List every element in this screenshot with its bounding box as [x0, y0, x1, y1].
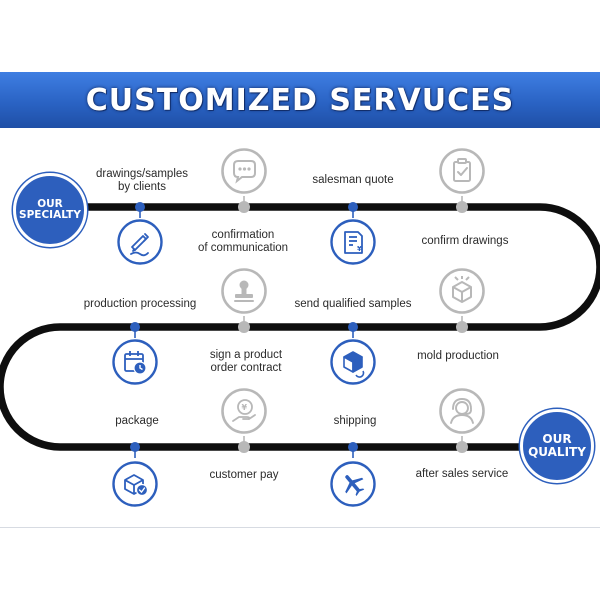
airplane-icon — [330, 461, 376, 507]
sample-box-icon — [439, 268, 485, 314]
track-dot — [456, 201, 468, 213]
package-check-icon — [112, 461, 158, 507]
step-label: after sales service — [415, 468, 509, 480]
specialty-badge: OUR SPECIALTY — [13, 173, 87, 247]
step-label: sign a product order contract — [209, 349, 283, 374]
pen-edit-icon — [117, 219, 163, 265]
track-dot — [238, 321, 250, 333]
track-dot — [238, 201, 250, 213]
top-margin — [0, 0, 600, 72]
stamp-icon — [221, 268, 267, 314]
track-dots — [130, 201, 468, 453]
payment-hand-icon: ¥ — [221, 388, 267, 434]
track-dot — [348, 322, 358, 332]
quote-document-icon: ¥ — [330, 219, 376, 265]
step-label: confirm drawings — [421, 235, 509, 247]
bottom-divider — [0, 527, 600, 528]
track-dot — [135, 202, 145, 212]
track-dot — [238, 441, 250, 453]
step-label: production processing — [83, 298, 197, 310]
track-dot — [130, 322, 140, 332]
track-dot — [130, 442, 140, 452]
step-label: customer pay — [209, 469, 279, 481]
svg-text:¥: ¥ — [242, 403, 248, 412]
step-label: drawings/samples by clients — [95, 168, 189, 193]
chat-bubble-icon — [221, 148, 267, 194]
step-label: salesman quote — [312, 174, 394, 186]
step-label: package — [115, 415, 159, 427]
step-label: confirmation of communication — [197, 229, 289, 254]
track-dot — [348, 202, 358, 212]
title-banner: CUSTOMIZED SERVUCES — [0, 72, 600, 128]
calendar-clock-icon — [112, 339, 158, 385]
track-dot — [348, 442, 358, 452]
quality-badge: OUR QUALITY — [520, 409, 594, 483]
checklist-icon — [439, 148, 485, 194]
customer-support-icon — [439, 388, 485, 434]
mold-cube-icon — [330, 339, 376, 385]
page-title: CUSTOMIZED SERVUCES — [85, 82, 515, 118]
track-dot — [456, 441, 468, 453]
step-label: mold production — [417, 350, 499, 362]
track-dot — [456, 321, 468, 333]
step-label: shipping — [333, 415, 377, 427]
step-label: send qualified samples — [294, 298, 412, 310]
process-track — [0, 203, 600, 451]
svg-text:¥: ¥ — [357, 245, 362, 253]
